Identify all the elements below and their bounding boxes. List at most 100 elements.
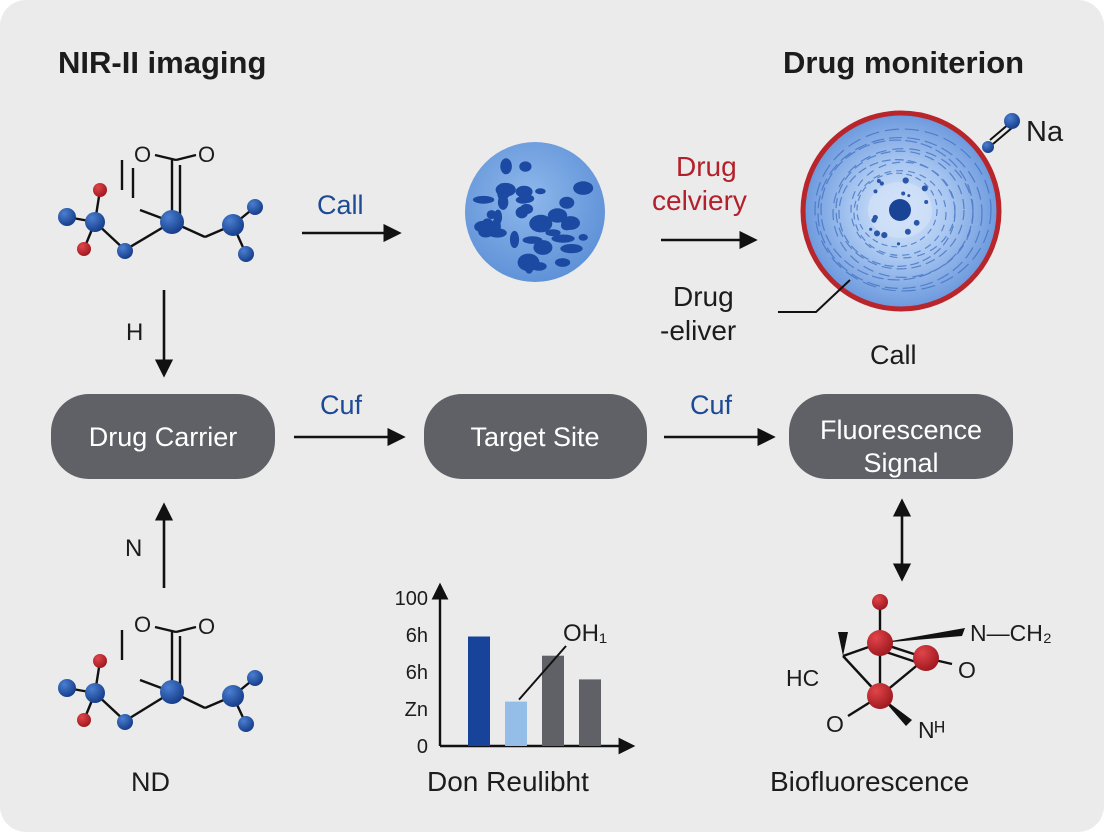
molecule-top-atoms (58, 183, 263, 262)
blob-dot (551, 234, 575, 243)
blob-dot (493, 209, 503, 225)
blob-dot (515, 196, 531, 204)
fluorescence-signal-box (789, 394, 1013, 479)
title-right: Drug moniterion (783, 45, 1024, 80)
drug-delivery-label-line2: celviery (652, 185, 747, 216)
cell-dot (873, 189, 878, 194)
molecule-bottom-caption: ND (131, 767, 170, 797)
cell-dot (876, 179, 881, 183)
cell-pointer-label-line1: Drug (673, 281, 734, 312)
cell-caption: Call (870, 340, 917, 370)
fluorescence-signal-label-line1: Fluorescence (820, 415, 982, 445)
blob-dot (547, 208, 568, 223)
blob-dot (480, 218, 495, 236)
cell-dot (902, 177, 909, 184)
upper-vertical-label: H (126, 319, 143, 346)
nanoparticle-blob (465, 142, 605, 282)
cell-swirl (835, 150, 965, 270)
flow-arrow1-label: Cuf (320, 390, 363, 420)
chart-y-tick-label: Zn (405, 699, 428, 721)
chart-bar (579, 679, 601, 746)
title-left: NIR-II imaging (58, 45, 266, 80)
cell-swirl (838, 159, 956, 267)
cell-swirl (820, 139, 974, 281)
blob-dot (555, 258, 571, 267)
cell-swirl (814, 128, 992, 292)
target-site-box (424, 394, 647, 479)
cell-dot (871, 217, 877, 223)
call-arrow-label: Call (317, 190, 364, 220)
biofluor-nh-label: Nᴴ (918, 717, 945, 743)
cell-dot (924, 200, 929, 204)
blob-dot (517, 253, 540, 272)
cell-dot (874, 230, 880, 237)
blob-dot (497, 183, 507, 202)
cell-dot (879, 181, 884, 186)
blob-dot (535, 218, 546, 225)
drug-carrier-label: Drug Carrier (89, 422, 238, 452)
wedge-bond-2 (838, 632, 848, 656)
molecule-bottom-o1: O (134, 612, 151, 637)
fluorescence-signal-label-line2: Signal (863, 448, 938, 478)
chart-y-tick-label: 100 (395, 588, 428, 610)
chart-y-tick-label: 0 (417, 736, 428, 758)
wedge-bond-1 (880, 628, 965, 643)
chart-annotation-line (518, 645, 567, 701)
cell-dot (901, 191, 906, 196)
blob-dot (500, 158, 512, 175)
cell-pointer-label-line2: -eliver (660, 315, 736, 346)
drug-carrier-box (51, 394, 275, 479)
chart-caption: Don Reulibht (427, 766, 589, 797)
cell-dot (913, 219, 920, 226)
chart-bar (542, 655, 564, 746)
na-label: Na (1026, 116, 1064, 148)
blob-dot (573, 181, 594, 195)
blob-dot (519, 161, 532, 172)
molecule-top-o2: O (198, 142, 215, 167)
biofluor-o-left-label: O (826, 711, 844, 737)
drug-delivery-label-line1: Drug (676, 151, 737, 182)
blob-dot (515, 206, 528, 219)
biofluor-o-right-label: O (958, 657, 976, 683)
cell-dot (869, 227, 873, 231)
biofluor-hc-label: HC (786, 665, 819, 691)
cell-pointer-line (778, 279, 851, 313)
molecule-bottom (66, 625, 256, 725)
cell-dot (907, 194, 911, 198)
molecule-top (66, 153, 256, 255)
cell-dot (881, 232, 888, 239)
chart-bar (468, 636, 490, 746)
chart-annotation: OH₁ (563, 620, 607, 647)
cell-swirl (856, 172, 938, 248)
blob-dot (535, 188, 546, 195)
blob-dot (525, 263, 534, 274)
lower-vertical-label: N (125, 535, 142, 562)
blob-dot (533, 240, 553, 255)
blob-dot (559, 196, 575, 209)
cell-swirl (853, 170, 947, 256)
biofluor-n-ch2-label: N—CH₂ (970, 620, 1052, 646)
blob-dot (545, 229, 561, 237)
cell-dot (896, 242, 901, 246)
na-atom (1004, 113, 1020, 129)
biofluor-caption: Biofluorescence (770, 766, 969, 797)
cell-swirl (817, 136, 983, 290)
chart-bar (505, 701, 527, 746)
na-atom-small (982, 141, 994, 153)
cell-dot (921, 185, 928, 192)
flow-arrow2-label: Cuf (690, 390, 733, 420)
blob-dot (509, 230, 520, 249)
blob-dot (578, 234, 588, 241)
cell-illustration (800, 110, 1002, 312)
blob-dot (515, 185, 533, 198)
molecule-bottom-o2: O (198, 614, 215, 639)
molecule-top-o1: O (134, 142, 151, 167)
chart-y-tick-label: 6h (406, 662, 428, 684)
blob-dot (561, 220, 573, 231)
blob-dot (472, 195, 495, 204)
chart-y-tick-label: 6h (406, 625, 428, 647)
blob-dot (560, 244, 583, 254)
